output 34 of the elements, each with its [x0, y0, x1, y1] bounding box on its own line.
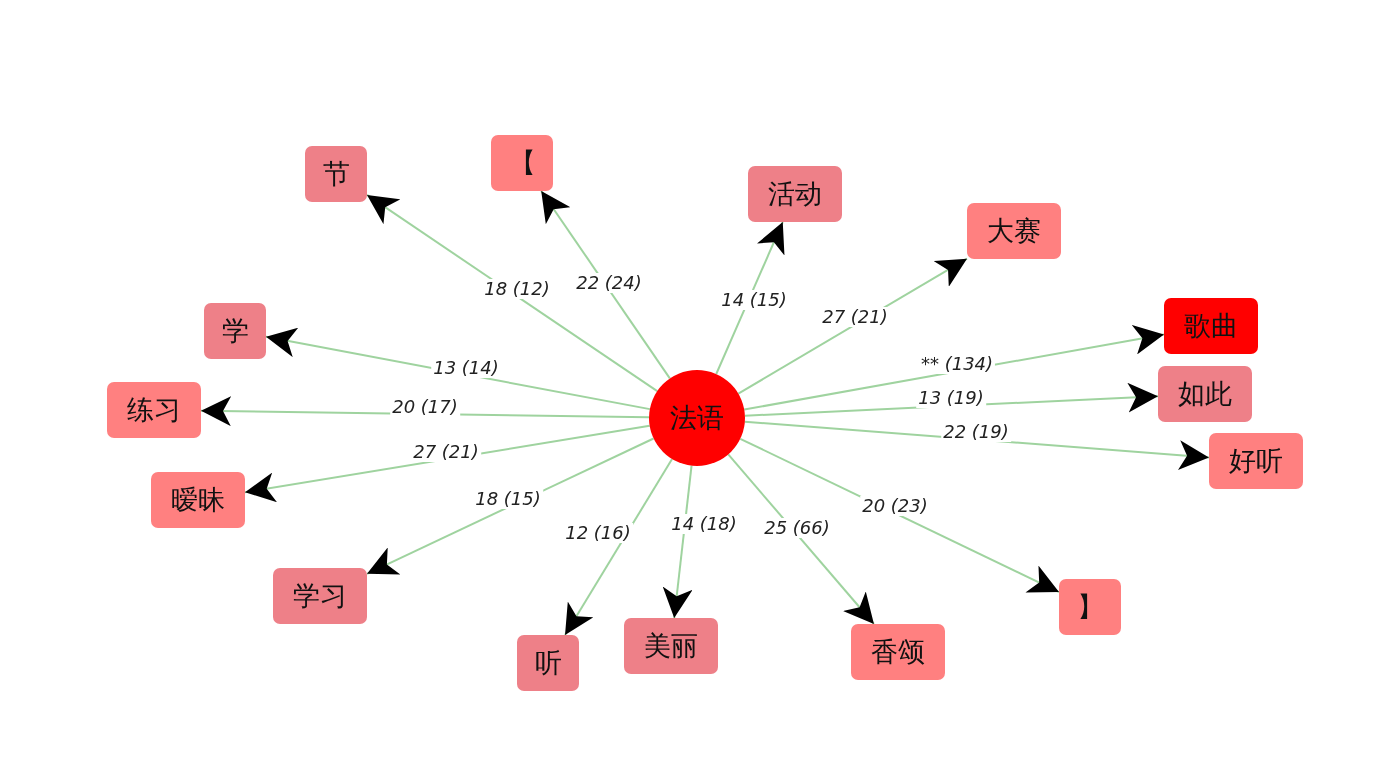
word-box: 【: [491, 135, 553, 191]
word-box: 好听: [1209, 433, 1303, 489]
edge-label: 22 (19): [941, 422, 1011, 442]
arrow: [739, 437, 1060, 594]
arrow: [564, 458, 674, 636]
word-box: 学习: [273, 568, 367, 624]
word-box: 暧昧: [151, 472, 245, 528]
arrow: [662, 464, 693, 619]
word-box: 学: [204, 303, 266, 359]
word-box: 歌曲: [1164, 298, 1258, 354]
arrow: [715, 221, 785, 375]
edge-label: 20 (17): [390, 397, 460, 417]
arrow: [540, 190, 671, 380]
word-box: 练习: [107, 382, 201, 438]
word-box: 如此: [1158, 366, 1252, 422]
edge-label: 18 (15): [473, 489, 543, 509]
arrow: [743, 324, 1165, 411]
edge-label: 27 (21): [411, 442, 481, 462]
center-circle: 法语: [649, 370, 745, 466]
word-box: 活动: [748, 166, 842, 222]
arrow: [244, 424, 651, 503]
arrow: [366, 437, 655, 575]
edge-label: 13 (19): [916, 388, 986, 408]
word-box: 节: [305, 146, 367, 202]
arrow: [727, 453, 875, 625]
word-box: 】: [1059, 579, 1121, 635]
edge-label: 27 (21): [820, 307, 890, 327]
arrow: [366, 193, 659, 393]
word-box: 听: [517, 635, 579, 691]
word-box: 大赛: [967, 203, 1061, 259]
edge-label: 12 (16): [563, 523, 633, 543]
word-box: 美丽: [624, 618, 718, 674]
word-box: 香颂: [851, 624, 945, 680]
edge-label: ** (134): [918, 354, 996, 374]
